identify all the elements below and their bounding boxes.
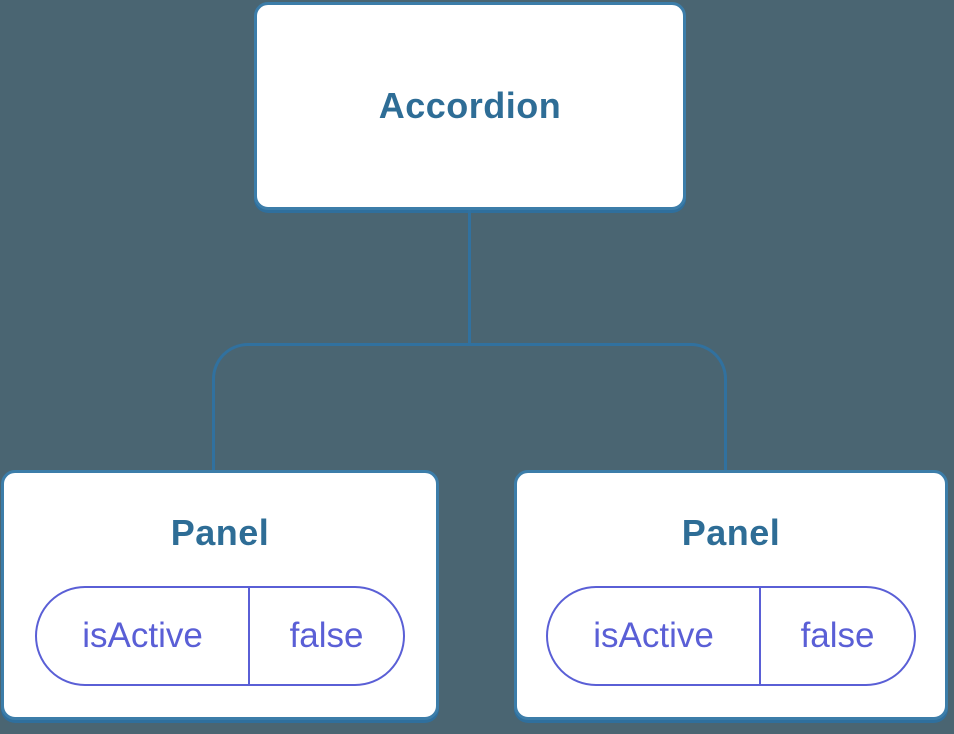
tree-node-panel-right: Panel isActive false (514, 470, 948, 720)
state-pill-left: isActive false (35, 586, 405, 687)
tree-node-accordion: Accordion (254, 2, 686, 210)
connector-stem (468, 210, 471, 346)
state-pill-right: isActive false (546, 586, 916, 687)
connector-bracket (212, 343, 727, 470)
node-label-panel-right: Panel (681, 512, 781, 553)
tree-node-panel-left: Panel isActive false (1, 470, 439, 720)
node-label-accordion: Accordion (378, 85, 562, 127)
node-label-panel-left: Panel (170, 512, 270, 553)
state-value-left: false (289, 616, 364, 656)
state-key-right: isActive (548, 588, 762, 685)
state-value-right: false (800, 616, 875, 656)
state-key-left: isActive (37, 588, 251, 685)
